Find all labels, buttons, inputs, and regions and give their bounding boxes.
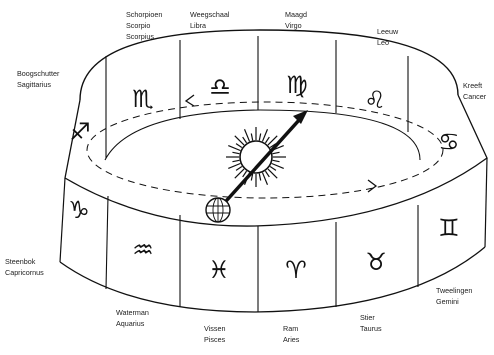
- sun-ray: [243, 137, 247, 143]
- sun-ray: [232, 152, 239, 153]
- label-virgo-en: Virgo: [285, 21, 302, 30]
- label-aquarius: Waterman Aquarius: [116, 308, 149, 328]
- label-libra: Weegschaal Libra: [190, 10, 230, 30]
- label-aries: Ram Aries: [283, 324, 300, 344]
- sun-ray: [263, 129, 268, 141]
- sun-ray: [263, 173, 268, 185]
- label-cancer-nl: Kreeft: [463, 81, 482, 90]
- label-scorpio-la: Scorpius: [126, 32, 154, 41]
- label-sagittarius-nl: Boogschutter: [17, 69, 60, 78]
- label-virgo-nl: Maagd: [285, 10, 307, 19]
- label-capricorn-nl: Steenbok: [5, 257, 36, 266]
- sun-ray: [243, 171, 247, 177]
- label-virgo: Maagd Virgo: [285, 10, 307, 30]
- sun-ray: [259, 174, 260, 181]
- sun-ray: [265, 171, 269, 177]
- label-pisces-en: Pisces: [204, 335, 226, 344]
- label-aquarius-nl: Waterman: [116, 308, 149, 317]
- label-libra-nl: Weegschaal: [190, 10, 230, 19]
- label-aries-en: Aries: [283, 335, 300, 344]
- sun-ray: [259, 133, 260, 140]
- sun-ray: [245, 129, 250, 141]
- sun-ray: [265, 137, 269, 143]
- virgo-symbol: ♍: [286, 71, 308, 99]
- sun-ray: [270, 166, 276, 170]
- sight-line: [218, 119, 300, 210]
- gemini-symbol: ♊: [438, 214, 460, 242]
- label-leo-en: Leo: [377, 38, 389, 47]
- taurus-symbol: ♉: [365, 248, 387, 276]
- label-leo: Leeuw Leo: [377, 27, 399, 47]
- label-sagittarius-en: Sagittarius: [17, 80, 51, 89]
- sun-ray: [236, 166, 242, 170]
- sun-ray: [273, 160, 280, 161]
- libra-symbol: ♎: [209, 73, 231, 101]
- label-aquarius-en: Aquarius: [116, 319, 145, 328]
- label-pisces-nl: Vissen: [204, 324, 225, 333]
- sagittarius-symbol: ♐: [69, 118, 91, 146]
- label-scorpio-nl: Schorpioen: [126, 10, 162, 19]
- earth-globe-icon: [206, 198, 230, 222]
- label-scorpio: Schorpioen Scorpio Scorpius: [126, 10, 162, 41]
- label-taurus: Stier Taurus: [360, 313, 382, 333]
- label-gemini-nl: Tweelingen: [436, 286, 472, 295]
- sun-ray: [272, 164, 284, 169]
- leo-symbol: ♌: [364, 86, 386, 114]
- pisces-symbol: ♓: [208, 256, 230, 284]
- band-bottom-front-edge: [60, 247, 485, 312]
- cancer-symbol: ♋: [438, 128, 460, 156]
- arrow-left-icon: [186, 95, 194, 106]
- label-capricorn-en: Capricornus: [5, 268, 44, 277]
- label-leo-nl: Leeuw: [377, 27, 399, 36]
- band-left-end: [60, 178, 65, 262]
- aries-symbol: ♈: [285, 256, 307, 284]
- sun-ray: [232, 160, 239, 161]
- label-gemini-en: Gemini: [436, 297, 459, 306]
- aquarius-symbol: ♒: [132, 236, 154, 264]
- scorpio-symbol: ♏: [132, 85, 154, 113]
- sun-ray: [273, 152, 280, 153]
- label-aries-nl: Ram: [283, 324, 298, 333]
- label-libra-en: Libra: [190, 21, 206, 30]
- sun-ray: [228, 146, 240, 151]
- label-cancer: Kreeft Cancer: [463, 81, 487, 101]
- sun-ray: [236, 144, 242, 148]
- label-capricorn: Steenbok Capricornus: [5, 257, 44, 277]
- capricorn-symbol: ♑: [68, 196, 90, 224]
- label-scorpio-en: Scorpio: [126, 21, 150, 30]
- label-sagittarius: Boogschutter Sagittarius: [17, 69, 60, 89]
- arrow-right-icon: [368, 180, 376, 192]
- sun-icon: [226, 127, 286, 187]
- sun-ray: [228, 164, 240, 169]
- sun-ray: [251, 133, 252, 140]
- label-pisces: Vissen Pisces: [204, 324, 226, 344]
- label-gemini: Tweelingen Gemini: [436, 286, 472, 306]
- label-taurus-en: Taurus: [360, 324, 382, 333]
- label-cancer-en: Cancer: [463, 92, 487, 101]
- label-taurus-nl: Stier: [360, 313, 375, 322]
- band-right-end: [485, 158, 487, 247]
